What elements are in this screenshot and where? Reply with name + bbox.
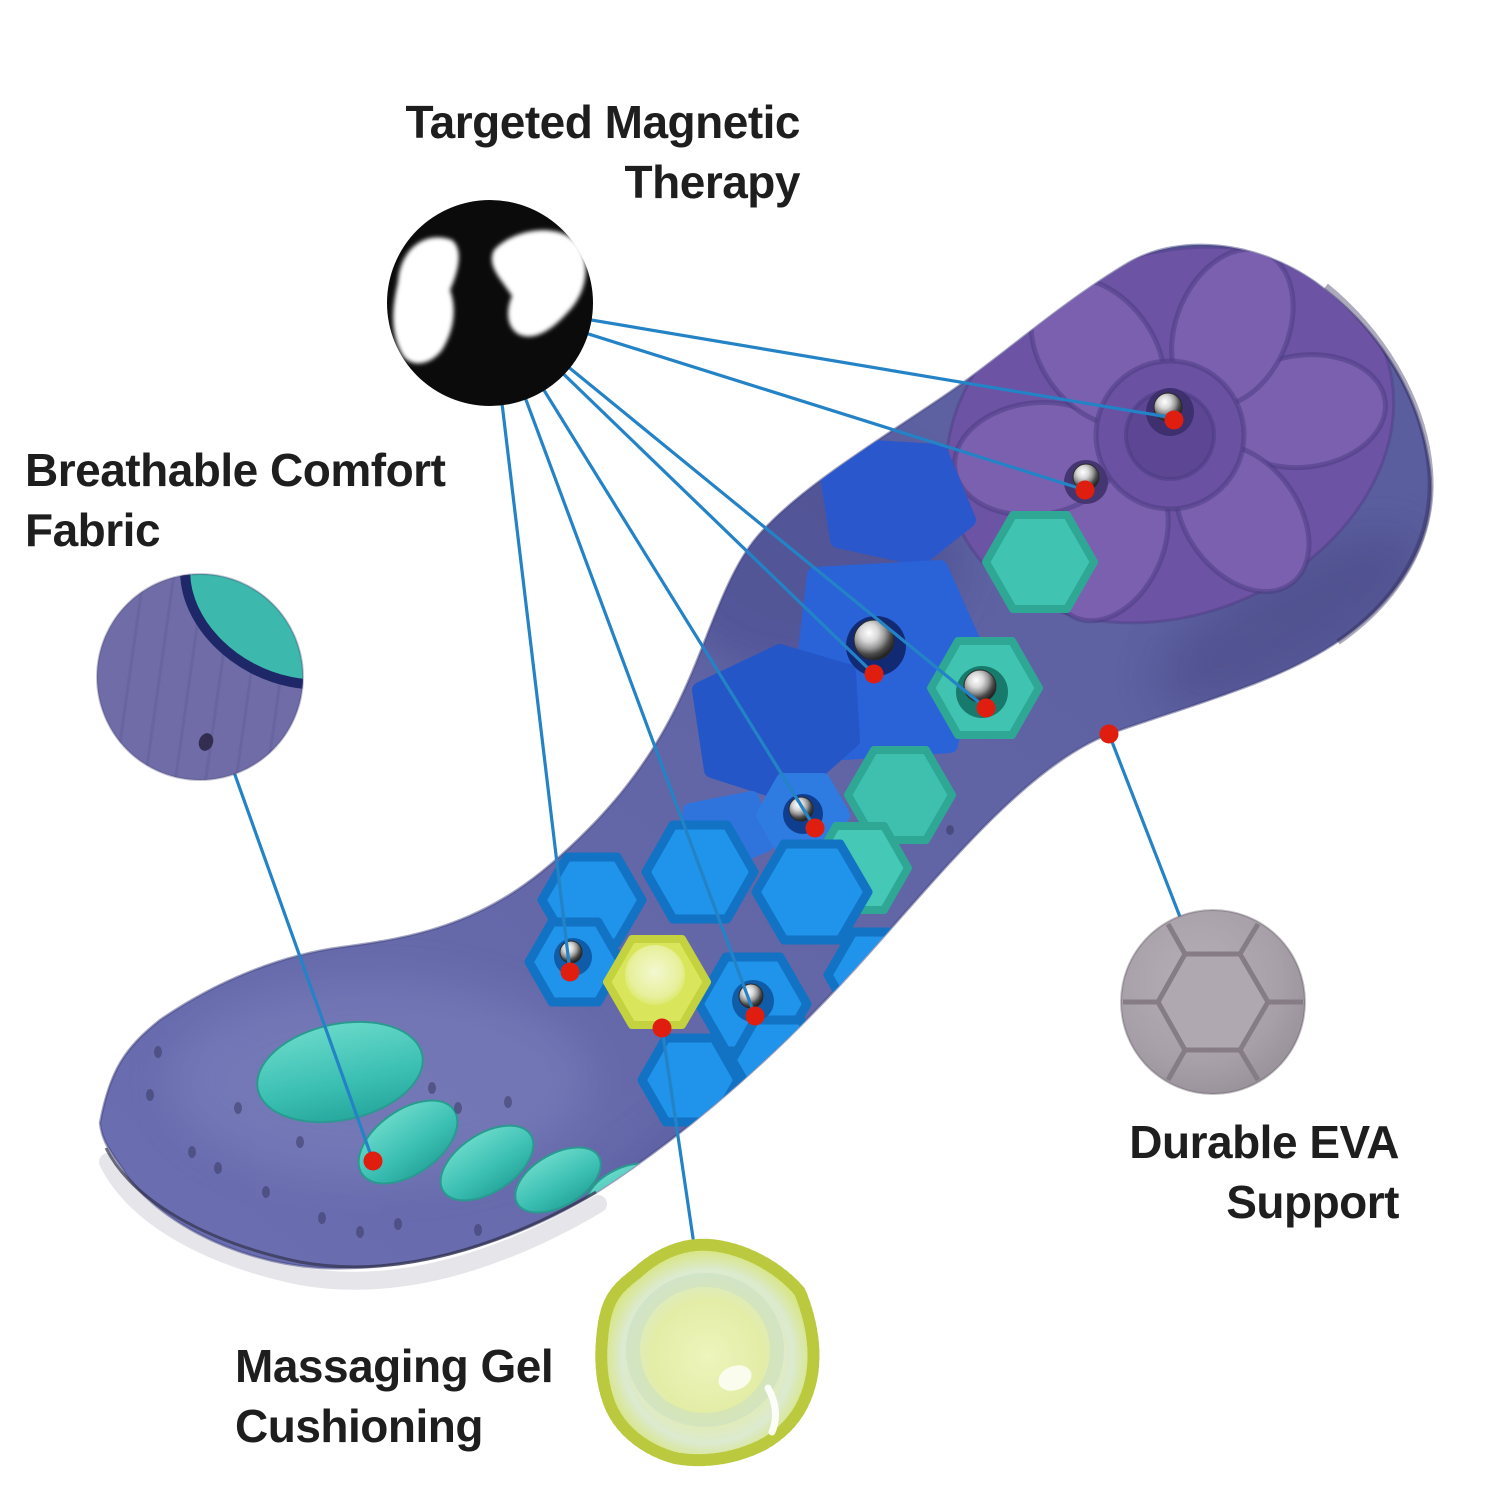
callout-line <box>489 301 1175 420</box>
label-line: Therapy <box>624 156 801 208</box>
label-line: Breathable Comfort <box>25 444 446 496</box>
sole-edge-line <box>104 1147 597 1269</box>
fabric-vent-hole <box>198 733 214 751</box>
label-line: Massaging Gel <box>235 1340 554 1392</box>
red-marker <box>560 962 580 982</box>
red-marker <box>976 698 996 718</box>
magnet-icon <box>387 200 593 406</box>
label-magnetic-therapy: Targeted Magnetic Therapy <box>300 92 801 212</box>
blue-hex <box>751 839 873 945</box>
arch-shape <box>820 440 976 566</box>
arch-support-shapes <box>679 440 980 871</box>
label-gel-cushioning: Massaging Gel Cushioning <box>235 1336 775 1456</box>
label-eva-support: Durable EVA Support <box>995 1112 1399 1232</box>
feature-markers <box>363 410 1184 1171</box>
toe-pad <box>357 1099 459 1185</box>
label-line: Fabric <box>25 504 161 556</box>
red-marker <box>652 1018 672 1038</box>
red-marker <box>363 1151 383 1171</box>
label-line: Support <box>1226 1176 1399 1228</box>
gel-hex-insole <box>603 935 711 1029</box>
gel-swatch-icon <box>595 1238 820 1467</box>
toe-pad <box>514 1146 602 1214</box>
red-marker <box>864 664 884 684</box>
teal-hex <box>982 511 1098 613</box>
eva-swatch-icon <box>1120 909 1306 1095</box>
label-line: Targeted Magnetic <box>405 96 801 148</box>
heel-rim-shadow <box>1324 283 1434 645</box>
toe-pad <box>439 1124 535 1202</box>
teal-hex <box>844 746 956 844</box>
gel-highlight-streak <box>764 1384 779 1436</box>
red-marker <box>1164 410 1184 430</box>
sole-edge-light <box>99 1153 607 1290</box>
label-line: Durable EVA <box>1129 1116 1399 1168</box>
label-line: Cushioning <box>235 1400 483 1452</box>
callout-line <box>489 301 1086 492</box>
label-breathable-fabric: Breathable Comfort Fabric <box>25 440 565 560</box>
gel-inner-ring <box>626 1273 784 1427</box>
red-marker <box>1099 724 1119 744</box>
fabric-patch-seam <box>180 574 303 690</box>
blue-hex <box>823 927 933 1023</box>
blue-hex <box>805 999 899 1081</box>
red-marker <box>745 1006 765 1026</box>
teal-hexagons <box>808 511 1098 914</box>
heel-edge-shadow <box>1157 531 1423 709</box>
arch-shape <box>692 644 860 803</box>
gel-highlight <box>718 1365 752 1391</box>
callout-line <box>488 301 988 710</box>
blue-hex <box>637 1033 743 1127</box>
callout-line <box>488 302 757 1017</box>
red-marker <box>1075 480 1095 500</box>
red-marker <box>805 818 825 838</box>
callout-line <box>488 302 572 973</box>
blue-hex <box>727 1015 829 1105</box>
